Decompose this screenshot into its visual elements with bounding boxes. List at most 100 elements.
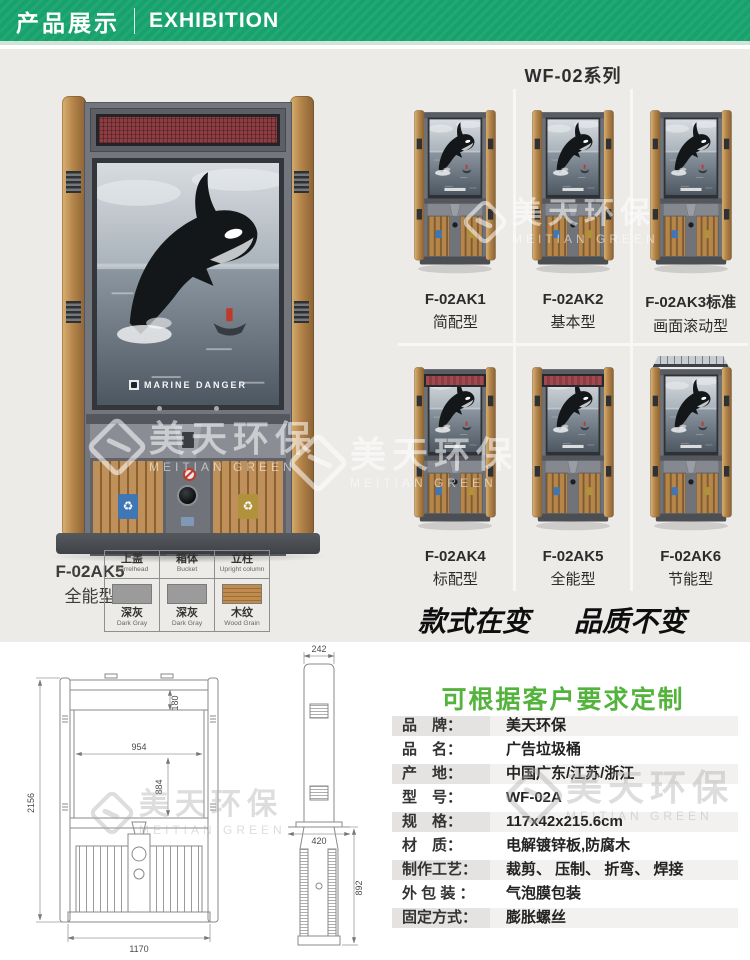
grid-cell-f02ak3: F-02AK3标准 画面滚动型 (633, 89, 748, 343)
spec-value: WF-02A (506, 789, 562, 806)
spec-value: 气泡膜包装 (506, 885, 582, 902)
legend-part-cn: 箱体 (176, 553, 198, 565)
led-display (424, 374, 487, 387)
product-type: 节能型 (668, 571, 714, 588)
mid-recess (90, 424, 286, 458)
spec-value: 裁剪、 压制、 折弯、 焊接 (490, 860, 738, 880)
wood-post-right (290, 96, 314, 534)
legend-part-en: Bucket (176, 566, 198, 574)
poster-brand-logo (128, 380, 139, 390)
grid-cell-f02ak6: F-02AK6 节能型 (633, 346, 748, 594)
header-bar: 产品展示 EXHIBITION (0, 0, 750, 45)
featured-type: 全能型 (64, 586, 116, 606)
header-divider (134, 7, 135, 34)
spec-row-brand: 品 牌： 美天环保 (392, 716, 738, 736)
legend-column-barrelhead: 上盖 Barrelhead 深灰 Dark Gray (105, 551, 160, 632)
shelf (86, 414, 290, 424)
poster-brand-text: MARINE DANGER (143, 380, 247, 390)
orca-poster-image (97, 163, 279, 405)
ashtray-hole (179, 487, 196, 504)
spec-value: 美天环保 (490, 716, 738, 736)
legend-part-en: Upright column (219, 566, 265, 574)
spec-value: 广告垃圾桶 (506, 741, 582, 758)
dim-bin-height: 892 (354, 880, 364, 895)
grid-cell-f02ak5: F-02AK5 全能型 (515, 346, 631, 594)
color-legend-table: 上盖 Barrelhead 深灰 Dark Gray 箱体 Bucket 深灰 (104, 550, 270, 633)
spec-value: 中国广东/江苏/浙江 (490, 764, 738, 784)
led-display-housing (90, 108, 286, 152)
color-swatch-gray (167, 583, 207, 604)
dim-poster-width: 954 (131, 742, 146, 752)
legend-color-cn: 深灰 (176, 606, 198, 619)
product-model: F-02AK5 (542, 548, 604, 565)
featured-label: F-02AK5 全能型 (28, 560, 152, 609)
product-type: 基本型 (550, 314, 596, 331)
featured-model: F-02AK5 (55, 562, 125, 581)
spec-label: 产 地： (392, 764, 490, 784)
spec-row-fixing: 固定方式： 膨胀螺丝 (392, 908, 738, 928)
product-type: 全能型 (550, 571, 596, 588)
product-thumb-f02ak5 (529, 362, 617, 534)
product-thumb-f02ak3 (647, 105, 735, 277)
dim-led-height: 180 (170, 695, 180, 710)
slogan-right: 品质不变 (574, 605, 687, 638)
dim-top-depth: 242 (311, 644, 326, 654)
spec-label: 外 包 装 ： (402, 885, 475, 902)
variant-grid: F-02AK1 简配型 F-02AK2 基本型 F-02AK3标准 (398, 89, 748, 594)
spec-row-size: 规 格： 117x42x215.6cm (392, 812, 738, 832)
product-thumb-f02ak2 (529, 105, 617, 277)
legend-column-upright: 立柱 Upright column 木纹 Wood Grain (215, 551, 269, 631)
product-thumb-f02ak6 (647, 356, 735, 534)
header-title-cn: 产品展示 (16, 9, 120, 36)
product-model: F-02AK6 (660, 548, 722, 565)
spec-value: 膨胀螺丝 (490, 908, 738, 928)
spec-row-name: 品 名： 广告垃圾桶 (392, 740, 738, 760)
lower-area: 2156 180 954 884 1170 (0, 642, 750, 960)
spec-label: 品 名： (402, 741, 463, 758)
legend-color-en: Dark Gray (171, 619, 203, 627)
product-thumb-f02ak1 (411, 105, 499, 277)
led-display (96, 114, 280, 146)
series-title: WF-02系列 (524, 66, 622, 86)
chute-sign (182, 432, 194, 448)
spec-label: 固定方式： (392, 908, 490, 928)
dim-poster-height: 884 (154, 779, 164, 794)
legend-color-cn: 深灰 (121, 606, 143, 619)
speaker-vent (66, 301, 81, 323)
custom-note-title: 可根据客户要求定制 (441, 686, 685, 714)
side-view-drawing: 242 420 892 (287, 644, 364, 946)
grid-cell-f02ak1: F-02AK1 简配型 (398, 89, 513, 343)
legend-color-cn: 木纹 (231, 606, 253, 619)
ash-chute (173, 424, 203, 458)
grid-cell-f02ak2: F-02AK2 基本型 (515, 89, 631, 343)
spec-label: 品 牌： (392, 716, 490, 736)
screw (213, 406, 219, 411)
spec-row-material: 材 质： 电解镀锌板,防腐木 (392, 836, 738, 856)
solar-panel (652, 356, 729, 367)
legend-color-en: Dark Gray (116, 619, 148, 627)
product-thumb-f02ak4 (411, 362, 499, 534)
spec-label: 规 格： (392, 812, 490, 832)
spec-row-model: 型 号： WF-02A (392, 788, 738, 808)
spec-row-packing: 外 包 装 ： 气泡膜包装 (392, 884, 738, 904)
spec-label: 制作工艺： (392, 860, 490, 880)
speaker-vent (294, 301, 309, 323)
legend-part-en: Barrelhead (115, 566, 149, 574)
grid-cell-f02ak4: F-02AK4 标配型 (398, 346, 513, 594)
content-area: MARINE DANGER ♻ (0, 49, 750, 642)
featured-product-figure: MARINE DANGER ♻ (46, 92, 330, 566)
other-waste-badge: ♻ (238, 494, 258, 519)
screw (157, 406, 163, 411)
spec-value: 117x42x215.6cm (490, 812, 738, 832)
recyclable-badge: ♻ (118, 494, 138, 519)
slogan-left: 款式在变 (418, 605, 531, 638)
speaker-vent (294, 171, 309, 193)
base-plinth (56, 533, 320, 554)
no-smoking-icon (183, 468, 196, 481)
slogan: 款式在变 品质不变 (418, 600, 686, 640)
spec-table: 品 牌： 美天环保 品 名： 广告垃圾桶 产 地： 中国广东/江苏/浙江 型 号… (392, 716, 738, 932)
product-model: F-02AK3标准 (645, 294, 737, 311)
series-header: WF-02系列 (398, 62, 748, 88)
poster-brand: MARINE DANGER (92, 380, 284, 390)
